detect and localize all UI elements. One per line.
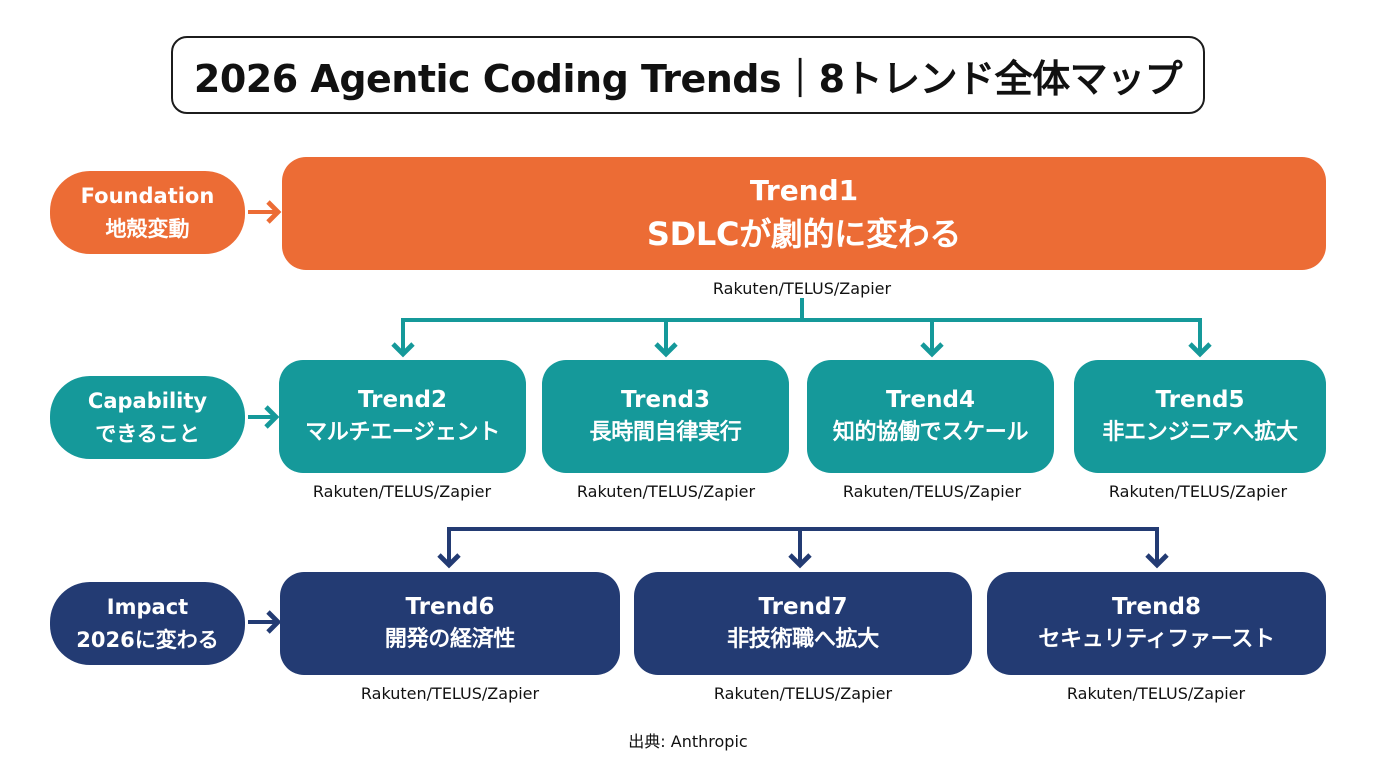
page-title: 2026 Agentic Coding Trends｜8トレンド全体マップ xyxy=(171,36,1205,114)
source-credit: 出典: Anthropic xyxy=(628,732,748,751)
trend8-box: Trend8 セキュリティファースト xyxy=(987,572,1326,675)
trend3-box: Trend3 長時間自律実行 xyxy=(542,360,789,473)
trend3-source: Rakuten/TELUS/Zapier xyxy=(576,482,756,501)
trend2-box: Trend2 マルチエージェント xyxy=(279,360,526,473)
trend6-source: Rakuten/TELUS/Zapier xyxy=(360,684,540,703)
trend4-box: Trend4 知的協働でスケール xyxy=(807,360,1054,473)
layer-capability: Capability できること xyxy=(50,376,245,459)
trend2-source: Rakuten/TELUS/Zapier xyxy=(312,482,492,501)
trend7-box: Trend7 非技術職へ拡大 xyxy=(634,572,972,675)
layer-foundation-ja: 地殻変動 xyxy=(105,216,190,241)
trend6-number: Trend6 xyxy=(405,593,495,620)
trend8-number: Trend8 xyxy=(1112,593,1201,620)
trend7-number: Trend7 xyxy=(758,593,848,620)
trend2-number: Trend2 xyxy=(358,386,447,413)
trend3-number: Trend3 xyxy=(621,386,710,413)
trend1-source: Rakuten/TELUS/Zapier xyxy=(712,279,892,298)
trend4-name: 知的協働でスケール xyxy=(832,419,1029,445)
layer-foundation-en: Foundation xyxy=(80,183,215,208)
trend1-name: SDLCが劇的に変わる xyxy=(646,214,962,253)
trend3-name: 長時間自律実行 xyxy=(589,419,742,445)
trend1-number: Trend1 xyxy=(749,173,859,207)
layer-impact-ja: 2026に変わる xyxy=(76,627,219,652)
trend5-box: Trend5 非エンジニアへ拡大 xyxy=(1074,360,1326,473)
trend4-number: Trend4 xyxy=(886,386,975,413)
trend4-source: Rakuten/TELUS/Zapier xyxy=(842,482,1022,501)
trend8-source: Rakuten/TELUS/Zapier xyxy=(1066,684,1246,703)
trend7-source: Rakuten/TELUS/Zapier xyxy=(713,684,893,703)
layer-impact: Impact 2026に変わる xyxy=(50,582,245,665)
trend5-source: Rakuten/TELUS/Zapier xyxy=(1108,482,1288,501)
trend8-name: セキュリティファースト xyxy=(1038,626,1275,652)
trend5-name: 非エンジニアへ拡大 xyxy=(1102,419,1298,445)
layer-impact-en: Impact xyxy=(106,594,189,619)
trend5-number: Trend5 xyxy=(1155,386,1245,413)
trend1-box: Trend1 SDLCが劇的に変わる xyxy=(282,157,1326,270)
trend6-name: 開発の経済性 xyxy=(384,626,516,652)
trend6-box: Trend6 開発の経済性 xyxy=(280,572,620,675)
layer-capability-ja: できること xyxy=(95,421,200,446)
trend2-name: マルチエージェント xyxy=(305,419,500,445)
trend7-name: 非技術職へ拡大 xyxy=(727,626,879,652)
layer-capability-en: Capability xyxy=(87,388,208,413)
layer-foundation: Foundation 地殻変動 xyxy=(50,171,245,254)
